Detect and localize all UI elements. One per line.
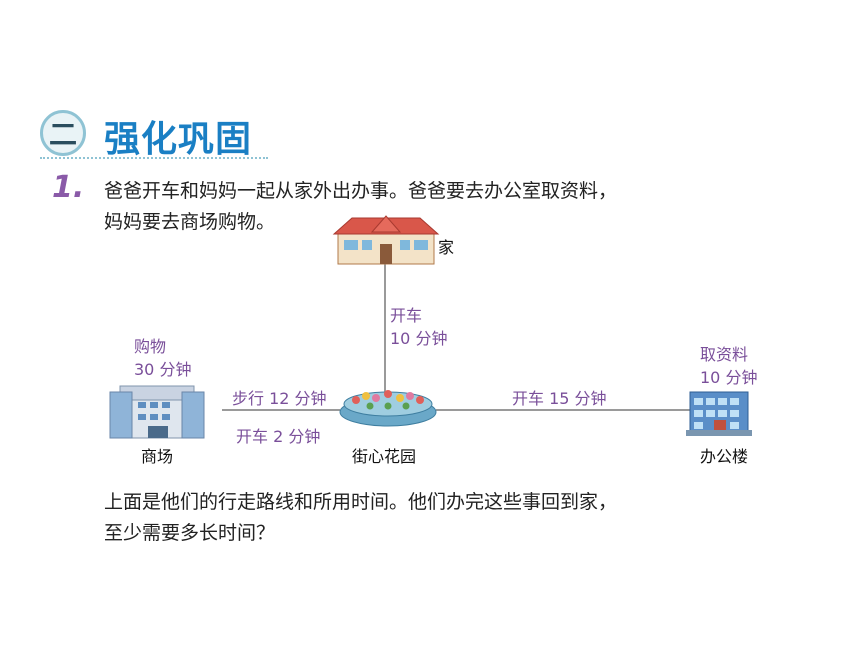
office-task: 取资料 — [700, 345, 749, 364]
mall-building-icon — [109, 385, 205, 439]
office-task-time: 10 分钟 — [700, 368, 758, 387]
question-line-1: 上面是他们的行走路线和所用时间。他们办完这些事回到家， — [104, 491, 618, 513]
section-badge-text: 二 — [48, 118, 77, 151]
garden-label: 街心花园 — [352, 447, 417, 466]
garden-icon — [339, 390, 437, 427]
problem-number: 1. — [52, 170, 85, 205]
office-route-label: 开车 15 分钟 — [512, 389, 607, 408]
home-label: 家 — [438, 238, 455, 257]
mall-label: 商场 — [141, 447, 174, 466]
drive-route-short-label: 开车 2 分钟 — [236, 427, 321, 446]
title-underline — [40, 157, 268, 159]
office-building-icon — [686, 391, 752, 436]
home-route-time: 10 分钟 — [390, 329, 448, 348]
section-badge: 二 — [40, 110, 86, 156]
intro-line-2: 妈妈要去商场购物。 — [104, 211, 276, 233]
mall-task-time: 30 分钟 — [134, 360, 192, 379]
section-title: 强化巩固 — [104, 119, 253, 160]
home-route-mode: 开车 — [390, 306, 423, 325]
intro-line-1: 爸爸开车和妈妈一起从家外出办事。爸爸要去办公室取资料， — [104, 180, 618, 202]
question-line-2: 至少需要多长时间？ — [104, 522, 276, 544]
walk-route-label: 步行 12 分钟 — [232, 389, 327, 408]
office-label: 办公楼 — [700, 447, 749, 466]
home-building-icon — [332, 215, 440, 265]
mall-task: 购物 — [134, 337, 167, 356]
